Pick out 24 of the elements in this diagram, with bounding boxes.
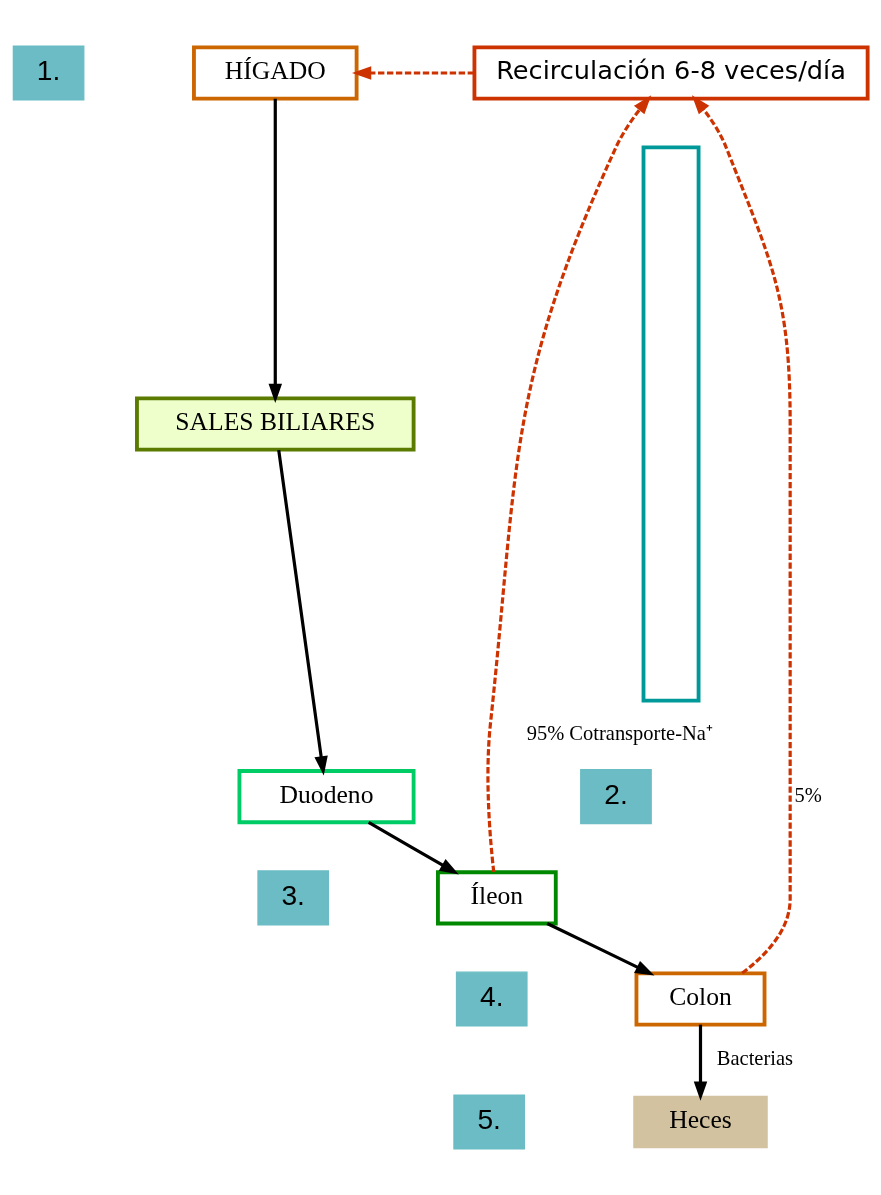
- edge-label: 95% Cotransporte-Na⁺: [526, 722, 713, 745]
- arrow: [486, 95, 652, 873]
- arrow: [367, 820, 459, 875]
- node-box: Duodeno: [237, 769, 416, 825]
- arrow: [352, 66, 475, 80]
- arrow: [546, 922, 655, 976]
- node-box: Íleon: [436, 870, 558, 926]
- node-box: Heces: [633, 1095, 768, 1149]
- edge-label: 5%: [794, 783, 822, 806]
- node-box: [641, 145, 701, 703]
- node-box: SALES BILIARES: [135, 396, 416, 452]
- arrow: [691, 95, 792, 975]
- arrow: [693, 1024, 708, 1101]
- node-box: Recirculación 6-8 veces/día: [472, 45, 870, 101]
- arrow: [277, 449, 328, 776]
- node-box: HÍGADO: [192, 45, 359, 101]
- node-box: 2.: [580, 769, 652, 825]
- node-box: 5.: [453, 1094, 526, 1150]
- arrow: [268, 98, 282, 404]
- edge-label: Bacterias: [716, 1047, 794, 1070]
- node-box: 1.: [12, 45, 85, 101]
- node-box: Colon: [634, 971, 767, 1027]
- node-box: 3.: [257, 870, 330, 926]
- node-box: 4.: [455, 971, 528, 1027]
